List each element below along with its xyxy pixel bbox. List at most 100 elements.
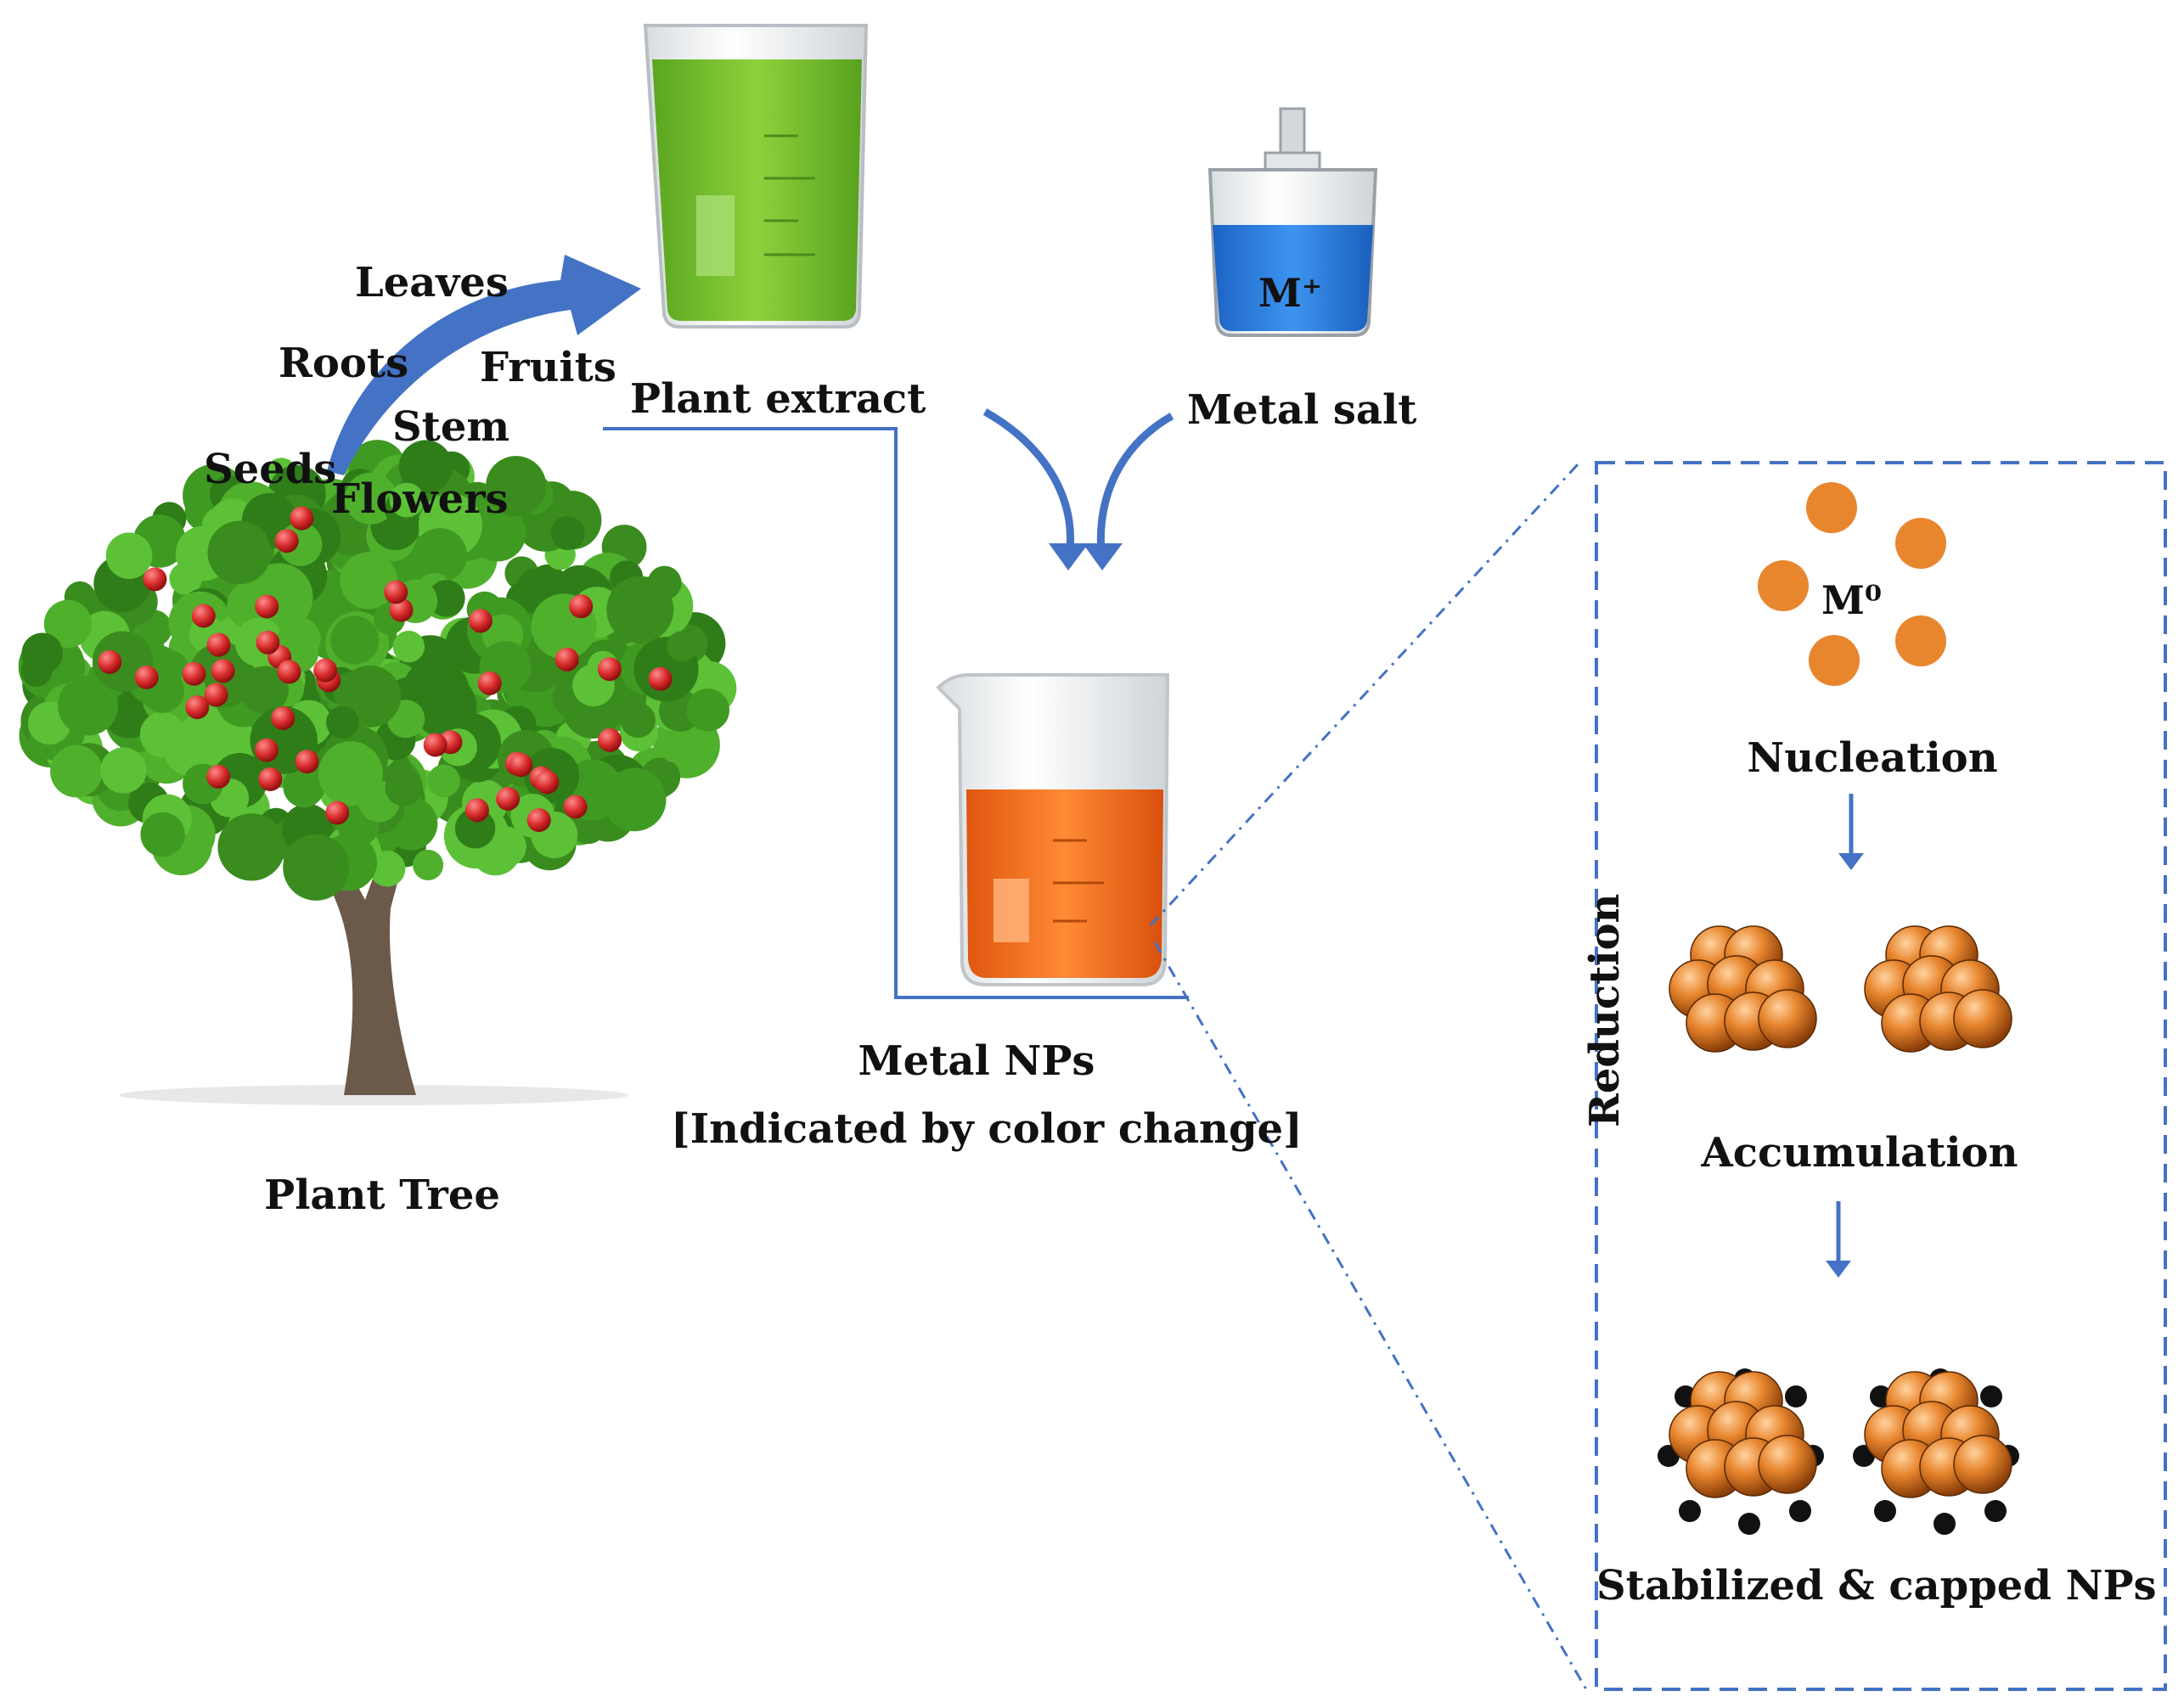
- leaf-blob: [686, 688, 729, 732]
- apple: [313, 658, 338, 683]
- leaf-blob: [389, 482, 425, 518]
- capped-nanoparticle-cluster: [1853, 1368, 2019, 1535]
- capping-agent: [1679, 1500, 1701, 1522]
- reduction-label: Reduction: [1581, 893, 1629, 1127]
- metal-nps-beaker: [936, 673, 1170, 986]
- apple: [255, 594, 279, 619]
- apple: [182, 661, 206, 686]
- capping-agent: [1980, 1385, 2002, 1407]
- plant-tree-illustration: [18, 440, 737, 1105]
- apple: [277, 660, 301, 684]
- leaf-blob: [392, 631, 425, 663]
- nanoparticle: [1953, 1435, 2012, 1494]
- apple: [204, 683, 228, 707]
- apple: [295, 750, 319, 774]
- apple: [554, 647, 579, 671]
- nanoparticle-cluster: [1669, 925, 1817, 1053]
- leaf-blob: [240, 666, 289, 714]
- part-label-seeds: Seeds: [204, 446, 337, 493]
- nanoparticle: [1953, 989, 2012, 1048]
- apple: [477, 671, 502, 695]
- apple: [143, 567, 167, 592]
- part-label-roots: Roots: [279, 340, 409, 387]
- apple: [535, 770, 560, 795]
- capping-agent: [1984, 1500, 2007, 1522]
- leaf-blob: [139, 711, 186, 758]
- leaf-blob: [550, 516, 585, 550]
- harvest-arrow: [327, 255, 641, 475]
- leaf-blob: [43, 599, 93, 649]
- leaf-blob: [330, 615, 380, 665]
- apple: [211, 659, 235, 683]
- capping-agent: [1874, 1500, 1896, 1522]
- extract-to-np-arrow: [982, 408, 1075, 561]
- salt-to-np-arrow: [1096, 413, 1174, 561]
- leaf-blob: [140, 812, 185, 857]
- apple: [423, 733, 447, 757]
- apple: [290, 506, 314, 531]
- zoom-line-bottom: [1153, 941, 1588, 1690]
- leaf-blob: [413, 528, 467, 583]
- leaf-blob: [667, 631, 697, 662]
- nanoparticle-cluster: [1864, 925, 2012, 1053]
- leaf-blob: [427, 764, 460, 798]
- part-label-stem: Stem: [392, 403, 510, 451]
- leaf-blob: [385, 768, 423, 806]
- part-label-flowers: Flowers: [331, 475, 509, 523]
- leaf-blob: [344, 472, 397, 525]
- leaf-blob: [21, 632, 63, 675]
- apple: [274, 529, 299, 553]
- apple: [134, 666, 159, 689]
- apple: [185, 695, 210, 720]
- nucleation-label: Nucleation: [1747, 734, 1998, 782]
- apple: [648, 666, 673, 691]
- apple: [206, 632, 231, 657]
- tree-fruits: [98, 506, 673, 833]
- leaf-blob: [326, 705, 359, 739]
- leaf-blob: [413, 674, 477, 739]
- plant-extract-beaker: [643, 24, 869, 329]
- nanoparticle: [1758, 1435, 1817, 1494]
- part-label-fruits: Fruits: [480, 344, 616, 391]
- leaf-blob: [657, 727, 694, 763]
- apple: [496, 787, 521, 811]
- zoom-line-top: [1149, 461, 1581, 927]
- leaf-blob: [469, 504, 526, 562]
- leaf-blob: [100, 747, 147, 794]
- tree-trunk: [314, 840, 416, 1095]
- leaf-blob: [410, 455, 445, 490]
- leaf-blob: [340, 552, 397, 610]
- apple: [258, 767, 283, 791]
- apple: [526, 808, 551, 833]
- mechanism-box: [1595, 461, 2167, 1691]
- plant-tree-label: Plant Tree: [264, 1171, 500, 1219]
- metal-atoms: [1758, 482, 1946, 686]
- metal-salt-container: [1207, 107, 1378, 337]
- apple: [256, 630, 280, 655]
- apple: [255, 738, 279, 762]
- apple: [384, 580, 408, 604]
- metal-atom-label: M⁰: [1821, 577, 1883, 623]
- metal-ion-label: M⁺: [1258, 270, 1323, 316]
- leaf-blob: [486, 456, 547, 517]
- apple: [563, 795, 588, 819]
- leaf-blob: [621, 703, 656, 739]
- leaf-blob: [318, 741, 383, 806]
- apple: [598, 728, 622, 752]
- leaf-blob: [413, 850, 444, 880]
- leaf-blob: [518, 568, 552, 602]
- stabilized-label: Stabilized & capped NPs: [1596, 1562, 2157, 1610]
- apple: [468, 609, 493, 633]
- apple: [325, 801, 350, 825]
- tree-foliage: [18, 440, 737, 901]
- part-label-leaves: Leaves: [355, 259, 509, 306]
- leaf-blob: [50, 744, 103, 798]
- capping-agent: [1738, 1513, 1760, 1535]
- capping-agent: [1789, 1500, 1811, 1522]
- leaf-blob: [105, 532, 153, 579]
- apple: [389, 598, 414, 622]
- metal-nps-label: Metal NPs: [858, 1037, 1095, 1085]
- capped-nanoparticle-cluster: [1658, 1368, 1824, 1535]
- apple: [509, 753, 533, 778]
